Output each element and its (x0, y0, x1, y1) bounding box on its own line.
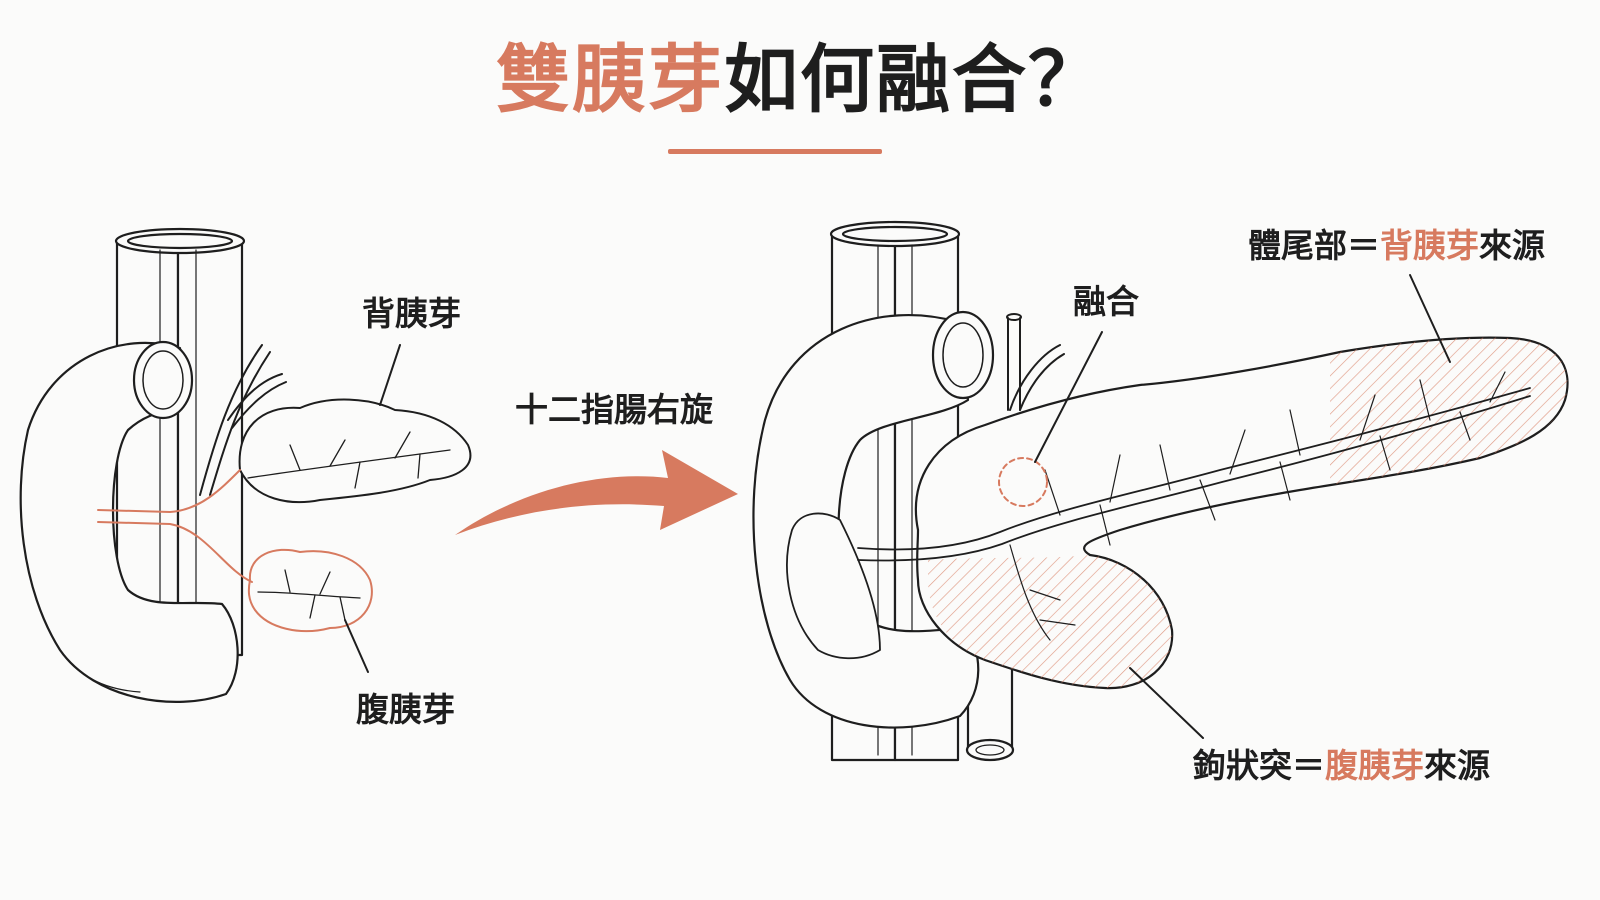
duodenum-left (19, 340, 239, 703)
embryo-before-rotation (19, 227, 472, 703)
main-pancreatic-duct (857, 387, 1531, 562)
dorsal-bud-left (238, 398, 472, 504)
duodenum-right (752, 310, 995, 729)
title-rest: 如何融合？ (724, 37, 1104, 123)
fusion-point-circle (998, 457, 1048, 507)
label-uncinate-origin: 鉤狀突＝腹胰芽來源 (1193, 746, 1490, 786)
portal-vein-left (114, 227, 246, 657)
title-highlight: 雙胰芽 (496, 37, 724, 123)
label-ventral-bud: 腹胰芽 (356, 690, 455, 729)
leader-ventral (344, 619, 369, 673)
ventral-bud-left (247, 548, 373, 633)
leader-dorsal (379, 344, 401, 406)
uncinate-accent: 腹胰芽 (1325, 746, 1424, 785)
leader-body-tail (1409, 274, 1451, 363)
vessels-left (199, 344, 287, 496)
dorsal-bud-ducts (247, 431, 451, 489)
vessels-right (1006, 313, 1065, 411)
title-underline (668, 149, 882, 154)
label-body-tail-origin: 體尾部＝背胰芽來源 (1248, 226, 1545, 266)
uncinate-prefix: 鉤狀突＝ (1193, 746, 1325, 785)
uncinate-suffix: 來源 (1424, 746, 1490, 785)
leader-uncinate (1129, 667, 1204, 739)
ducts-into-duodenum-left (97, 469, 253, 583)
label-dorsal-bud: 背胰芽 (362, 294, 461, 333)
body-tail-suffix: 來源 (1479, 226, 1545, 265)
page-title: 雙胰芽如何融合？ (0, 30, 1600, 130)
label-fusion: 融合 (1073, 282, 1139, 321)
duct-branches (1009, 371, 1506, 641)
pancreas-after-fusion (752, 220, 1569, 762)
body-tail-prefix: 體尾部＝ (1248, 226, 1380, 265)
leader-fusion (1034, 331, 1103, 463)
rotation-arrow (455, 450, 738, 535)
body-tail-accent: 背胰芽 (1380, 226, 1479, 265)
label-rotation: 十二指腸右旋 (515, 390, 713, 429)
ventral-bud-ducts (257, 569, 361, 621)
